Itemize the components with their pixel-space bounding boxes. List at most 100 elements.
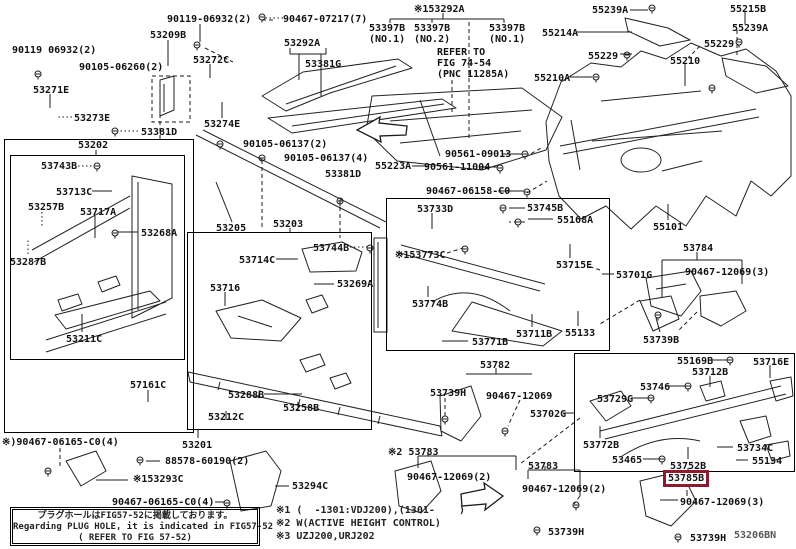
direction-arrow-right [460, 481, 505, 512]
part-label-53739H-2[interactable]: 53739H [548, 527, 585, 538]
part-label-53743B[interactable]: 53743B [41, 161, 78, 172]
part-label-53739H-3[interactable]: 53739H [690, 533, 727, 544]
part-label-53744B[interactable]: 53744B [313, 243, 350, 254]
part-label-55229-left[interactable]: 55229 [588, 51, 619, 62]
part-label-53745B[interactable]: 53745B [527, 203, 564, 214]
part-label-55168A[interactable]: 55168A [557, 215, 594, 226]
part-label-53717A[interactable]: 53717A [80, 207, 117, 218]
part-label-53268A[interactable]: 53268A [141, 228, 178, 239]
part-label-90105-06137-4[interactable]: 90105-06137(4) [284, 153, 369, 164]
part-label-53211C[interactable]: 53211C [66, 334, 103, 345]
part-label-53716[interactable]: 53716 [210, 283, 241, 294]
part-label-53397B-no2[interactable]: 53397B (NO.2) [414, 23, 451, 45]
part-label-55169B[interactable]: 55169B [677, 356, 714, 367]
part-label-53274E[interactable]: 53274E [204, 119, 241, 130]
part-label-53397B-no1b[interactable]: 53397B (NO.1) [489, 23, 526, 45]
part-label-55210A[interactable]: 55210A [534, 73, 571, 84]
part-label-53784[interactable]: 53784 [683, 243, 714, 254]
group-box-outer-left [4, 139, 194, 433]
part-label-53397B-no1a[interactable]: 53397B (NO.1) [369, 23, 406, 45]
part-label-53257B[interactable]: 53257B [28, 202, 65, 213]
part-label-refer-note[interactable]: REFER TO FIG 74-54 (PNC 11285A) [437, 47, 510, 80]
part-label-53714C[interactable]: 53714C [239, 255, 276, 266]
part-label-53772B[interactable]: 53772B [583, 440, 620, 451]
part-label-53269A[interactable]: 53269A [337, 279, 374, 290]
part-label-90467-12069-2a[interactable]: 90467-12069(2) [407, 472, 492, 483]
part-label-53203[interactable]: 53203 [273, 219, 304, 230]
part-label-90467-06158-C0[interactable]: 90467-06158-C0 [426, 186, 511, 197]
part-label-90561-09013[interactable]: 90561-09013 [445, 149, 512, 160]
part-label-53774B[interactable]: 53774B [412, 299, 449, 310]
part-label-53729G[interactable]: 53729G [597, 394, 634, 405]
part-label-53202[interactable]: 53202 [78, 140, 109, 151]
part-label-53271E[interactable]: 53271E [33, 85, 70, 96]
part-label-53381G[interactable]: 53381G [305, 59, 342, 70]
part-label-90467-07217[interactable]: 90467-07217(7) [283, 14, 368, 25]
part-label-53783-star2[interactable]: ※2 53783 [388, 447, 439, 458]
part-label-53783-right[interactable]: 53783 [528, 461, 559, 472]
part-label-53739H-1[interactable]: 53739H [430, 388, 467, 399]
part-label-90467-06165-star[interactable]: ※)90467-06165-C0(4) [2, 437, 119, 448]
part-label-53771B[interactable]: 53771B [472, 337, 509, 348]
part-label-53733D[interactable]: 53733D [417, 204, 454, 215]
part-label-53746[interactable]: 53746 [640, 382, 671, 393]
part-label-90119-06932-left[interactable]: 90119 06932(2) [12, 45, 97, 56]
part-label-90467-12069-2b[interactable]: 90467-12069(2) [522, 484, 607, 495]
part-label-53752B[interactable]: 53752B [670, 461, 707, 472]
group-box-53203 [187, 232, 372, 430]
part-label-153292A[interactable]: ※153292A [414, 4, 465, 15]
part-label-53734C[interactable]: 53734C [737, 443, 774, 454]
plug-hole-note: プラグホールはFIG57-52に掲載しております。 Regarding PLUG… [10, 507, 273, 546]
part-label-53381D-1[interactable]: 53381D [141, 127, 178, 138]
part-label-55223A[interactable]: 55223A [375, 161, 412, 172]
part-label-90467-12069-3a[interactable]: 90467-12069(3) [685, 267, 770, 278]
part-label-53294C[interactable]: 53294C [292, 481, 329, 492]
part-label-90105-06137-2[interactable]: 90105-06137(2) [243, 139, 328, 150]
part-label-53782[interactable]: 53782 [480, 360, 511, 371]
part-label-53201[interactable]: 53201 [182, 440, 213, 451]
part-label-90467-12069-b[interactable]: 90467-12069 [486, 391, 553, 402]
part-label-53716E[interactable]: 53716E [753, 357, 790, 368]
figure-code: 53206BN [734, 530, 777, 541]
sketch-brace-53205 [195, 129, 387, 229]
part-label-55214A[interactable]: 55214A [542, 28, 579, 39]
part-label-55101[interactable]: 55101 [653, 222, 684, 233]
part-label-53711B[interactable]: 53711B [516, 329, 553, 340]
part-label-55133[interactable]: 55133 [565, 328, 596, 339]
part-label-55239A-1[interactable]: 55239A [592, 5, 629, 16]
part-label-53288B[interactable]: 53288B [228, 390, 265, 401]
part-label-53212C[interactable]: 53212C [208, 412, 245, 423]
sketch-53701G [645, 270, 702, 317]
part-label-53739B[interactable]: 53739B [643, 335, 680, 346]
part-label-57161C[interactable]: 57161C [130, 380, 167, 391]
part-label-55134[interactable]: 55134 [752, 456, 783, 467]
part-label-55215B[interactable]: 55215B [730, 4, 767, 15]
part-label-153293C[interactable]: ※153293C [133, 474, 184, 485]
part-label-153773C[interactable]: ※153773C [395, 250, 446, 261]
part-label-53701G[interactable]: 53701G [616, 270, 653, 281]
part-label-53381D-2[interactable]: 53381D [325, 169, 362, 180]
part-label-90467-06165-2[interactable]: 90467-06165-C0(4) [112, 497, 215, 508]
part-label-53465[interactable]: 53465 [612, 455, 643, 466]
part-label-53292A[interactable]: 53292A [284, 38, 321, 49]
part-label-88578-60190[interactable]: 88578-60190(2) [165, 456, 250, 467]
part-label-90105-06260[interactable]: 90105-06260(2) [79, 62, 164, 73]
part-label-53209B[interactable]: 53209B [150, 30, 187, 41]
part-label-55229-right[interactable]: 55229 [704, 39, 735, 50]
sketch-rail-57161C [187, 371, 443, 437]
part-label-55239A-2[interactable]: 55239A [732, 23, 769, 34]
part-label-90467-12069-3b[interactable]: 90467-12069(3) [680, 497, 765, 508]
part-label-53272C[interactable]: 53272C [193, 55, 230, 66]
part-label-53287B[interactable]: 53287B [10, 257, 47, 268]
part-label-90119-06932-top[interactable]: 90119-06932(2) [167, 14, 252, 25]
part-label-53785B[interactable]: 53785B [663, 470, 710, 487]
part-label-55210[interactable]: 55210 [670, 56, 701, 67]
part-label-53713C[interactable]: 53713C [56, 187, 93, 198]
part-label-53273E[interactable]: 53273E [74, 113, 111, 124]
part-label-90561-11004[interactable]: 90561-11004 [424, 162, 491, 173]
part-label-53715E[interactable]: 53715E [556, 260, 593, 271]
part-label-53702G[interactable]: 53702G [530, 409, 567, 420]
part-label-53205[interactable]: 53205 [216, 223, 247, 234]
part-label-53712B[interactable]: 53712B [692, 367, 729, 378]
part-label-53258B[interactable]: 53258B [283, 403, 320, 414]
